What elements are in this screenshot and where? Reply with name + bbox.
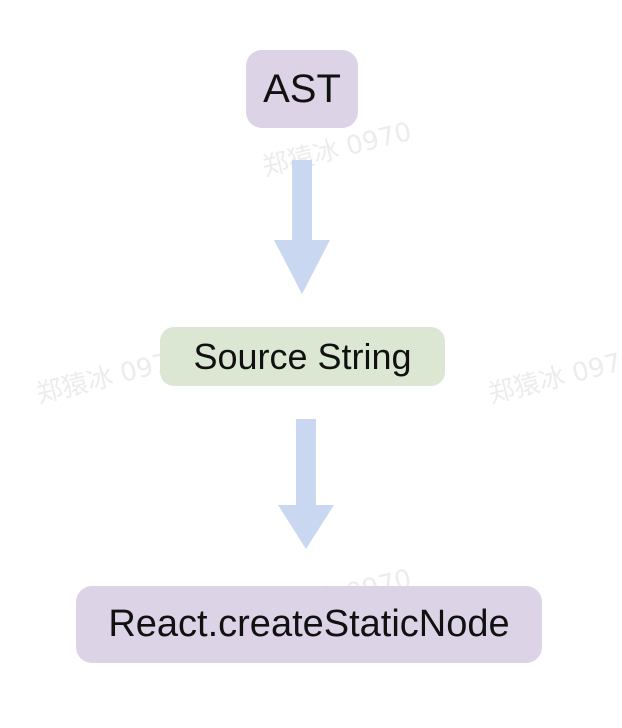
source-string-node-label: Source String (193, 335, 412, 377)
react-create-static-node: React.createStaticNode (76, 586, 542, 663)
ast-node-label: AST (263, 66, 341, 111)
down-arrow-1 (274, 160, 330, 294)
watermark-3: 郑猿冰 0970 (485, 343, 622, 410)
react-create-static-node-label: React.createStaticNode (108, 603, 510, 645)
source-string-node: Source String (160, 327, 445, 386)
down-arrow-2 (278, 419, 334, 549)
ast-node: AST (246, 50, 358, 128)
